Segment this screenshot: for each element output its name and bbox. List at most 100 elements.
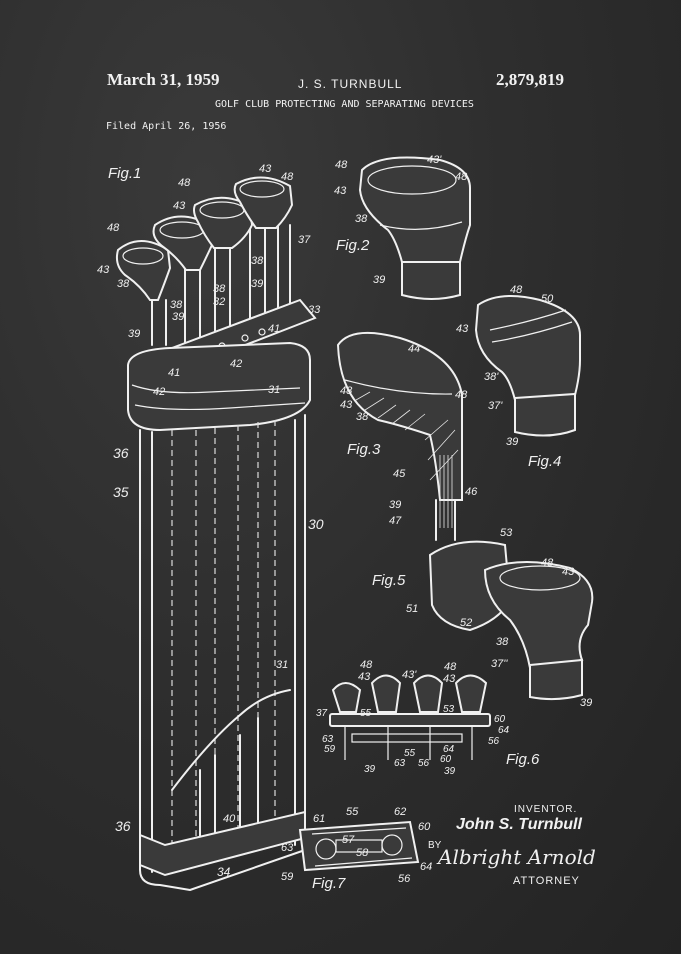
ref-48: 48 bbox=[444, 661, 457, 673]
attorney-label: ATTORNEY bbox=[513, 875, 580, 887]
ref-48: 48 bbox=[178, 177, 191, 189]
ref-31: 31 bbox=[276, 659, 288, 671]
ref-33: 33 bbox=[308, 304, 321, 316]
ref-63: 63 bbox=[281, 842, 294, 854]
ref-44: 44 bbox=[408, 343, 420, 355]
ref-38: 38 bbox=[251, 255, 264, 267]
ref-59: 59 bbox=[324, 744, 336, 755]
ref-38p: 38' bbox=[484, 371, 499, 383]
ref-52: 52 bbox=[460, 617, 472, 629]
ref-38: 38 bbox=[170, 299, 183, 311]
ref-43: 43 bbox=[443, 673, 456, 685]
ref-42: 42 bbox=[230, 358, 242, 370]
ref-39: 39 bbox=[389, 499, 401, 511]
ref-43: 43 bbox=[259, 163, 272, 175]
ref-60: 60 bbox=[494, 714, 506, 725]
ref-62: 62 bbox=[394, 806, 406, 818]
filing-date: Filed April 26, 1956 bbox=[106, 121, 227, 132]
ref-46: 46 bbox=[465, 486, 478, 498]
fig2-cover-drawing bbox=[358, 156, 471, 300]
ref-40: 40 bbox=[223, 813, 236, 825]
ref-48: 48 bbox=[455, 171, 468, 183]
ref-37: 37 bbox=[298, 234, 311, 246]
fig1-golf-bag-drawing bbox=[115, 176, 317, 891]
fig5-label: Fig.5 bbox=[372, 572, 406, 589]
ref-47: 47 bbox=[389, 515, 402, 527]
ref-63: 63 bbox=[322, 734, 334, 745]
ref-39: 39 bbox=[580, 697, 592, 709]
fig4-label: Fig.4 bbox=[528, 453, 561, 470]
ref-43: 43 bbox=[334, 185, 347, 197]
fig6-rack-drawing bbox=[329, 674, 491, 760]
ref-43: 43 bbox=[456, 323, 469, 335]
ref-39: 39 bbox=[128, 328, 140, 340]
ref-58: 58 bbox=[356, 847, 369, 859]
fig3-label: Fig.3 bbox=[347, 441, 381, 458]
ref-43: 43 bbox=[358, 671, 371, 683]
patent-title: GOLF CLUB PROTECTING AND SEPARATING DEVI… bbox=[215, 99, 474, 110]
ref-53: 53 bbox=[500, 527, 513, 539]
ref-48: 48 bbox=[510, 284, 523, 296]
ref-36: 36 bbox=[113, 445, 129, 461]
fig5-cover-drawing bbox=[428, 540, 594, 701]
ref-43p: 43' bbox=[402, 669, 417, 681]
ref-48: 48 bbox=[281, 171, 294, 183]
fig6-label: Fig.6 bbox=[506, 751, 540, 768]
ref-64: 64 bbox=[443, 744, 455, 755]
ref-37: 37 bbox=[316, 708, 328, 719]
ref-57: 57 bbox=[342, 834, 355, 846]
ref-43p: 43' bbox=[427, 154, 442, 166]
fig7-plate-drawing bbox=[298, 820, 420, 872]
ref-39: 39 bbox=[172, 311, 184, 323]
patent-number: 2,879,819 bbox=[496, 70, 564, 89]
ref-34: 34 bbox=[217, 865, 231, 879]
ref-48: 48 bbox=[335, 159, 348, 171]
fig1-label: Fig.1 bbox=[108, 165, 141, 182]
ref-48: 48 bbox=[107, 222, 120, 234]
ref-38: 38 bbox=[355, 213, 368, 225]
ref-39: 39 bbox=[373, 274, 385, 286]
ref-43: 43 bbox=[562, 566, 575, 578]
patent-inventor-header: J. S. TURNBULL bbox=[298, 77, 403, 91]
fig7-label: Fig.7 bbox=[312, 875, 346, 892]
ref-56: 56 bbox=[398, 873, 411, 885]
attorney-signature: Albright Arnold bbox=[436, 845, 596, 869]
ref-39: 39 bbox=[251, 278, 263, 290]
ref-50: 50 bbox=[541, 293, 554, 305]
by-label: BY bbox=[428, 840, 442, 851]
ref-53: 53 bbox=[443, 704, 455, 715]
ref-37p: 37' bbox=[488, 400, 503, 412]
ref-48: 48 bbox=[340, 385, 353, 397]
ref-55: 55 bbox=[404, 748, 416, 759]
ref-38: 38 bbox=[496, 636, 509, 648]
fig4-cover-drawing bbox=[474, 295, 581, 437]
ref-35: 35 bbox=[113, 484, 129, 500]
ref-32: 32 bbox=[213, 296, 225, 308]
ref-39: 39 bbox=[506, 436, 518, 448]
ref-39: 39 bbox=[444, 766, 456, 777]
ref-41: 41 bbox=[168, 367, 180, 379]
ref-61: 61 bbox=[313, 813, 325, 825]
ref-30: 30 bbox=[308, 516, 324, 532]
ref-56: 56 bbox=[488, 736, 500, 747]
ref-48: 48 bbox=[360, 659, 373, 671]
ref-43: 43 bbox=[173, 200, 186, 212]
fig3-section-drawing bbox=[336, 331, 463, 541]
ref-37pp: 37'' bbox=[491, 658, 508, 670]
inventor-label: INVENTOR. bbox=[514, 804, 578, 815]
ref-38: 38 bbox=[356, 411, 369, 423]
ref-43: 43 bbox=[340, 399, 353, 411]
ref-38: 38 bbox=[117, 278, 130, 290]
ref-60: 60 bbox=[418, 821, 431, 833]
patent-date: March 31, 1959 bbox=[107, 70, 220, 89]
ref-41: 41 bbox=[268, 323, 280, 335]
ref-60: 60 bbox=[440, 754, 452, 765]
ref-56: 56 bbox=[418, 758, 430, 769]
ref-48: 48 bbox=[455, 389, 468, 401]
ref-42: 42 bbox=[153, 386, 165, 398]
ref-64: 64 bbox=[498, 725, 510, 736]
ref-55: 55 bbox=[346, 806, 359, 818]
ref-39: 39 bbox=[364, 764, 376, 775]
